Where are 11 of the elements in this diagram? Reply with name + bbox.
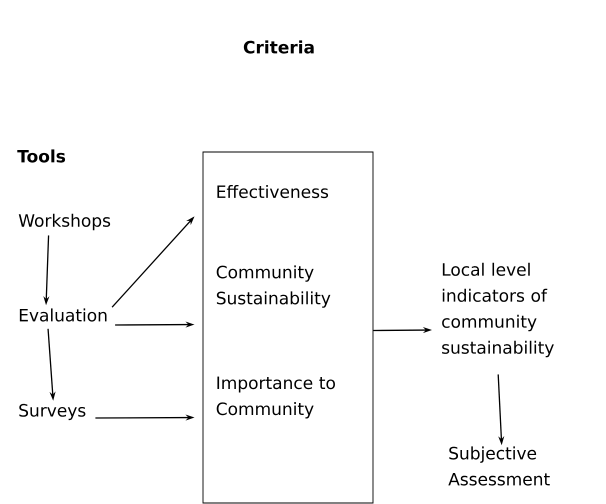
criteria-box — [202, 152, 374, 504]
node-text: Importance to Community — [216, 376, 335, 418]
node-text: Evaluation — [20, 308, 106, 322]
node-text: Effectiveness — [217, 184, 328, 198]
node-text: Community Sustainability — [216, 265, 330, 308]
heading: Tools — [17, 149, 66, 163]
node-text: Subjective Assessment — [448, 446, 550, 486]
node-text: Surveys — [19, 404, 86, 420]
node-text: Local level indicators of community sustainability — [442, 262, 554, 358]
node-text: Workshops — [18, 214, 110, 230]
heading: Criteria — [244, 40, 314, 54]
